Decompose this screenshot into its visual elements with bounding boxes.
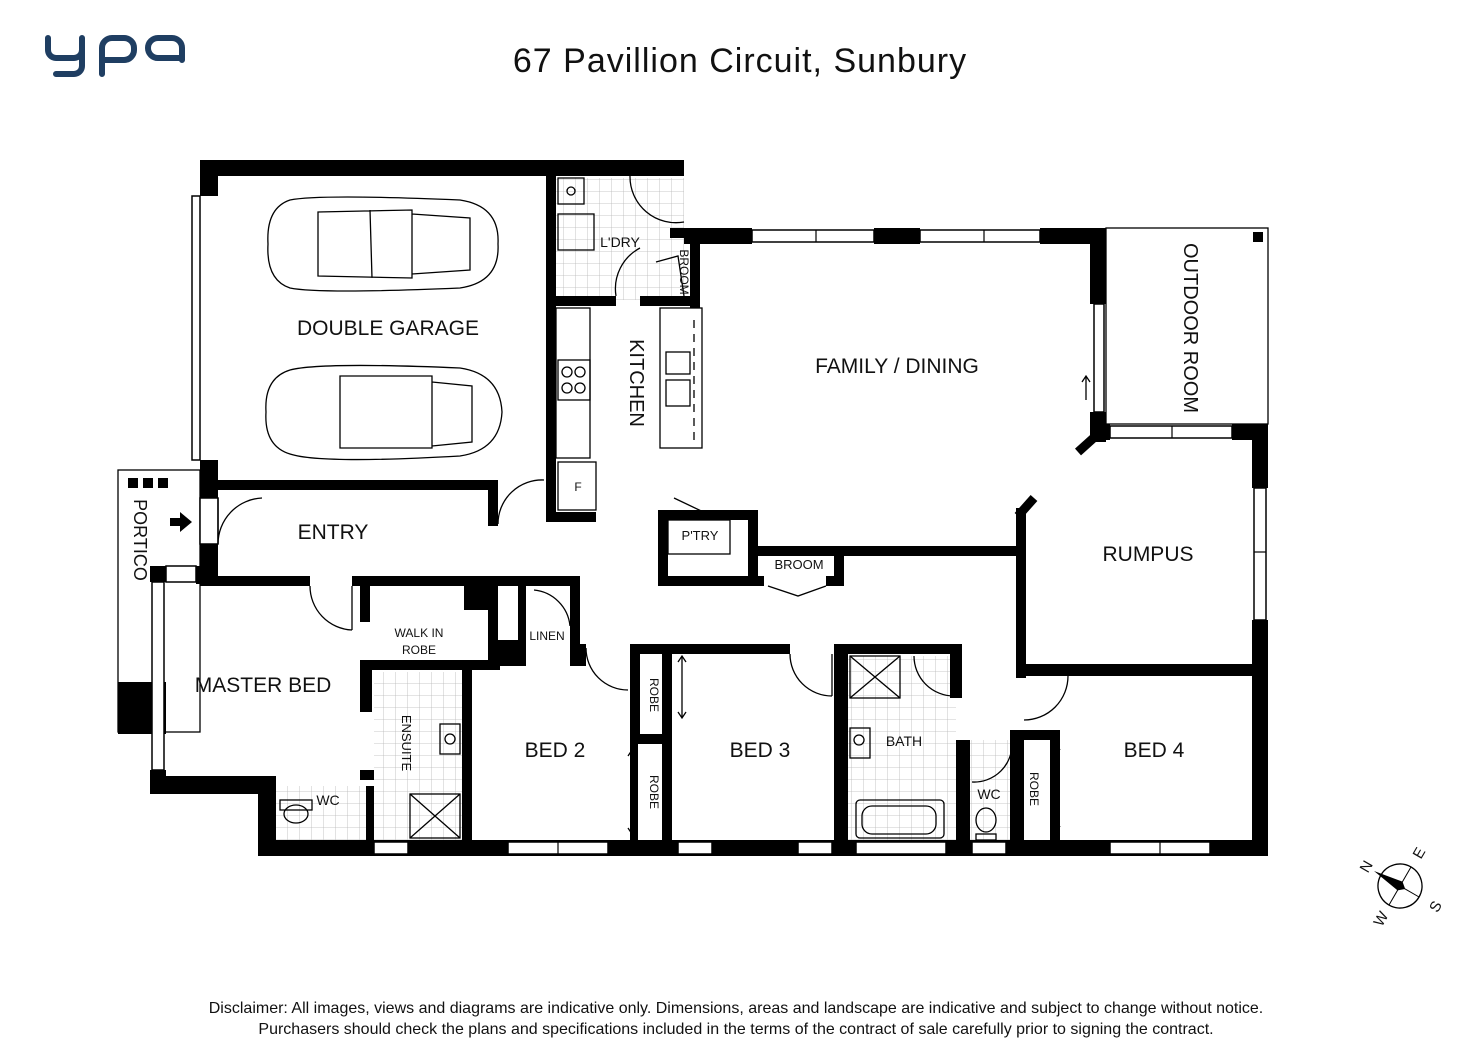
- label-fridge: F: [574, 480, 581, 494]
- disclaimer-line-1: Disclaimer: All images, views and diagra…: [208, 1000, 1264, 1017]
- ypa-logo-icon: [45, 35, 185, 77]
- label-walk-in-robe-1: WALK IN: [395, 626, 444, 640]
- label-linen: LINEN: [529, 629, 564, 643]
- label-master-bed: MASTER BED: [195, 674, 332, 697]
- label-pantry: P'TRY: [682, 528, 719, 543]
- page-title: 67 Pavillion Circuit, Sunbury: [512, 42, 968, 80]
- disclaimer-line-2: Purchasers should check the plans and sp…: [258, 1021, 1214, 1038]
- logo: [40, 28, 190, 78]
- walls: [117, 160, 1269, 856]
- entry-arrow-icon: [170, 512, 192, 532]
- car-bottom-icon: [265, 364, 503, 461]
- label-kitchen: KITCHEN: [625, 339, 647, 427]
- label-robe-bed2-upper: ROBE: [647, 678, 661, 712]
- wall-diagonal: [1074, 430, 1102, 456]
- label-bed3: BED 3: [730, 739, 791, 762]
- door-swings: [217, 175, 1069, 783]
- label-bed2: BED 2: [525, 739, 586, 762]
- label-bed4: BED 4: [1124, 739, 1185, 762]
- label-double-garage: DOUBLE GARAGE: [297, 317, 479, 340]
- label-broom-top: BROOM: [677, 249, 691, 294]
- label-robe-bed4: ROBE: [1027, 772, 1041, 806]
- compass-needle-icon: [1374, 871, 1406, 891]
- compass-w: W: [1371, 908, 1393, 929]
- compass-s: S: [1426, 898, 1446, 915]
- compass-n: N: [1357, 858, 1377, 876]
- label-family-dining: FAMILY / DINING: [815, 355, 979, 378]
- windows: [151, 195, 1267, 855]
- wall-diagonal: [1014, 495, 1038, 519]
- label-ensuite: ENSUITE: [399, 715, 414, 772]
- disclaimer: Disclaimer: All images, views and diagra…: [150, 998, 1322, 1040]
- compass-e: E: [1410, 845, 1430, 862]
- label-portico: PORTICO: [130, 499, 150, 581]
- wc-ensuite-tiles: [276, 786, 366, 840]
- compass: N E S W: [1357, 845, 1446, 930]
- bath-tiles: [848, 656, 956, 840]
- label-bath: BATH: [886, 733, 922, 749]
- wc-main-tiles: [968, 740, 1012, 840]
- laundry-tiles: [556, 178, 684, 300]
- car-top-icon: [267, 196, 499, 292]
- label-robe-bed2-lower: ROBE: [647, 775, 661, 809]
- label-entry: ENTRY: [298, 521, 369, 544]
- label-walk-in-robe-2: ROBE: [402, 643, 436, 657]
- label-outdoor-room: OUTDOOR ROOM: [1179, 243, 1201, 413]
- label-wc-ensuite: WC: [316, 792, 339, 808]
- label-broom-mid: BROOM: [774, 557, 823, 572]
- label-wc-main: WC: [977, 786, 1000, 802]
- label-laundry: L'DRY: [600, 234, 640, 250]
- fixtures: [265, 177, 1091, 841]
- label-rumpus: RUMPUS: [1102, 543, 1193, 566]
- ensuite-tiles: [374, 672, 462, 840]
